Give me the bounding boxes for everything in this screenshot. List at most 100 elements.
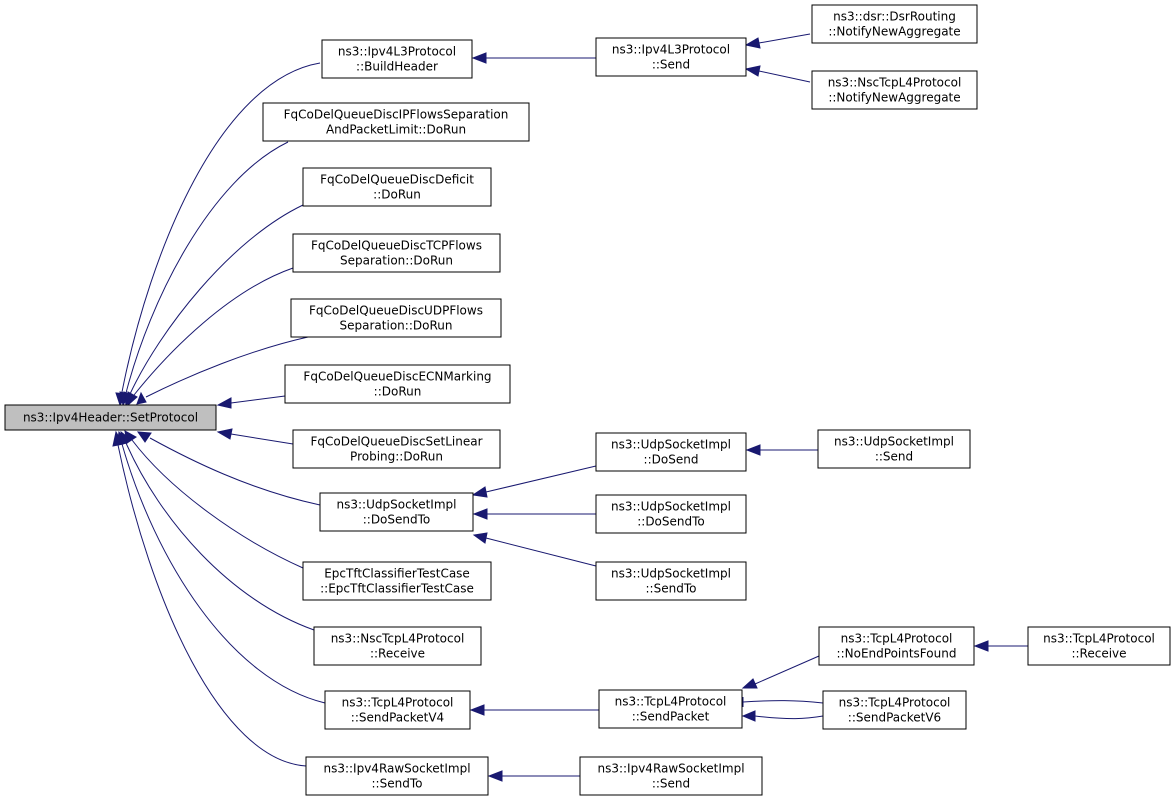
arrowhead — [471, 52, 487, 64]
node-label-line: ::DoRun — [373, 188, 421, 202]
node-label-line: FqCoDelQueueDiscIPFlowsSeparation — [284, 108, 509, 122]
node-label-line: AndPacketLimit::DoRun — [326, 123, 466, 137]
node-rawsendto[interactable]: ns3::Ipv4RawSocketImpl::SendTo — [305, 756, 489, 796]
nodes-layer: ns3::Ipv4Header::SetProtocol ns3::Ipv4L3P… — [4, 4, 1171, 796]
edge-tcpflows-to-setprotocol — [127, 267, 294, 407]
node-tcpreceive[interactable]: ns3::TcpL4Protocol::Receive — [1027, 626, 1171, 666]
edge-udpflows-to-setprotocol — [136, 336, 309, 405]
arrowhead — [741, 678, 758, 689]
edge-l3send-to-buildheader — [471, 52, 596, 64]
edge-line — [125, 442, 315, 631]
node-label-line: FqCoDelQueueDiscDeficit — [320, 173, 474, 187]
node-label-line: ::SendPacketV6 — [848, 711, 941, 725]
edge-line — [131, 439, 304, 569]
node-ecn[interactable]: FqCoDelQueueDiscECNMarking::DoRun — [284, 364, 511, 404]
edge-ecn-to-setprotocol — [216, 395, 286, 409]
node-box — [595, 432, 747, 472]
node-deficit[interactable]: FqCoDelQueueDiscDeficit::DoRun — [302, 167, 492, 207]
node-nscnotify[interactable]: ns3::NscTcpL4Protocol::NotifyNewAggregat… — [811, 70, 978, 110]
node-label-line: ns3::TcpL4Protocol — [839, 696, 951, 710]
node-label-line: ns3::Ipv4L3Protocol — [612, 43, 730, 57]
edge-line — [121, 62, 321, 393]
edge-line — [758, 33, 811, 44]
node-label-line: ::DoSend — [644, 453, 699, 467]
node-noendpoints[interactable]: ns3::TcpL4Protocol::NoEndPointsFound — [818, 626, 975, 666]
node-label-line: ::BuildHeader — [356, 60, 438, 74]
node-label-line: EpcTftClassifierTestCase — [324, 567, 470, 581]
node-box — [822, 690, 967, 730]
node-rawsend[interactable]: ns3::Ipv4RawSocketImpl::Send — [579, 756, 763, 796]
node-sendpacketv4[interactable]: ns3::TcpL4Protocol::SendPacketV4 — [324, 690, 471, 730]
edge-tcpreceive-to-noendpoints — [973, 640, 1028, 652]
node-box — [313, 626, 482, 666]
node-udpdosend[interactable]: ns3::UdpSocketImpl::DoSend — [595, 432, 747, 472]
node-label-line: ns3::TcpL4Protocol — [1043, 632, 1155, 646]
node-label-line: Separation::DoRun — [340, 254, 453, 268]
node-label-line: ::Send — [652, 58, 690, 72]
edge-line — [133, 267, 294, 396]
node-tcpflows[interactable]: FqCoDelQueueDiscTCPFlowsSeparation::DoRu… — [292, 233, 501, 273]
node-label-line: ::DoRun — [374, 385, 422, 399]
node-ipflows[interactable]: FqCoDelQueueDiscIPFlowsSeparationAndPack… — [262, 102, 530, 142]
node-udpdosendto[interactable]: ns3::UdpSocketImpl::DoSendTo — [319, 492, 474, 532]
edge-line — [145, 336, 309, 398]
edge-udpdosendto-to-setprotocol — [136, 431, 321, 506]
arrowhead — [745, 444, 761, 456]
node-box — [305, 756, 489, 796]
node-udpdosendto2[interactable]: ns3::UdpSocketImpl::DoSendTo — [595, 494, 747, 534]
edge-line — [121, 443, 326, 704]
arrowhead — [472, 532, 488, 544]
node-label-line: ::SendPacketV4 — [351, 711, 444, 725]
node-label-line: FqCoDelQueueDiscUDPFlows — [309, 304, 483, 318]
edge-line — [230, 433, 294, 445]
node-label-line: ns3::UdpSocketImpl — [611, 438, 731, 452]
edge-udpsend-to-udpdosend — [745, 444, 818, 456]
node-label-line: FqCoDelQueueDiscECNMarking — [303, 370, 491, 384]
node-label-line: ns3::Ipv4RawSocketImpl — [323, 762, 470, 776]
node-box — [324, 690, 471, 730]
node-box — [292, 429, 501, 469]
node-label-line: ns3::NscTcpL4Protocol — [828, 76, 962, 90]
node-box — [579, 756, 763, 796]
node-nscreceive[interactable]: ns3::NscTcpL4Protocol::Receive — [313, 626, 482, 666]
edge-line — [754, 655, 820, 685]
node-l3send[interactable]: ns3::Ipv4L3Protocol::Send — [595, 37, 747, 77]
node-sendpacketv6[interactable]: ns3::TcpL4Protocol::SendPacketV6 — [822, 690, 967, 730]
node-tcpsendpacket[interactable]: ns3::TcpL4Protocol::SendPacket — [598, 689, 743, 729]
edge-sendpacketv6-to-tcpsendpacket — [742, 697, 824, 707]
node-label-line: ::DoSendTo — [637, 515, 705, 529]
node-label-line: ns3::Ipv4L3Protocol — [338, 45, 456, 59]
node-label-line: ns3::UdpSocketImpl — [611, 500, 731, 514]
node-label-line: ns3::TcpL4Protocol — [342, 696, 454, 710]
edge-nscnotify-to-l3send — [744, 65, 811, 83]
arrowhead — [471, 486, 488, 498]
edge-tcpsendpacket-to-sendpacketv6 — [741, 710, 824, 722]
node-label-line: ns3::TcpL4Protocol — [841, 632, 953, 646]
root-node-setprotocol[interactable]: ns3::Ipv4Header::SetProtocol — [4, 404, 217, 431]
node-label-line: ::DoSendTo — [363, 513, 431, 527]
edge-noendpoints-to-tcpsendpacket — [741, 655, 820, 689]
node-udpsendto[interactable]: ns3::UdpSocketImpl::SendTo — [595, 561, 747, 601]
edge-rawsendto-to-setprotocol — [112, 430, 307, 767]
node-udpsend[interactable]: ns3::UdpSocketImpl::Send — [817, 429, 971, 469]
node-label-line: ::SendTo — [646, 582, 697, 596]
arrowhead — [973, 640, 989, 652]
edge-line — [754, 715, 824, 720]
node-buildheader[interactable]: ns3::Ipv4L3Protocol::BuildHeader — [321, 39, 473, 79]
arrowhead — [469, 704, 485, 716]
arrowhead — [472, 508, 488, 520]
node-dsr[interactable]: ns3::dsr::DsrRouting::NotifyNewAggregate — [811, 4, 978, 44]
node-label-line: ::Send — [875, 450, 913, 464]
node-box — [321, 39, 473, 79]
node-label-line: Probing::DoRun — [350, 450, 443, 464]
node-label-line: ::NotifyNewAggregate — [828, 91, 960, 105]
node-label-line: FqCoDelQueueDiscTCPFlows — [311, 239, 482, 253]
edge-line — [485, 465, 597, 493]
node-udpflows[interactable]: FqCoDelQueueDiscUDPFlowsSeparation::DoRu… — [290, 298, 502, 338]
node-label-line: FqCoDelQueueDiscSetLinear — [310, 435, 482, 449]
node-epc[interactable]: EpcTftClassifierTestCase::EpcTftClassifi… — [302, 561, 492, 601]
arrowhead — [112, 430, 124, 447]
edge-tcpsendpacket-to-sendpacketv4 — [469, 704, 599, 716]
node-label-line: ns3::UdpSocketImpl — [611, 567, 731, 581]
